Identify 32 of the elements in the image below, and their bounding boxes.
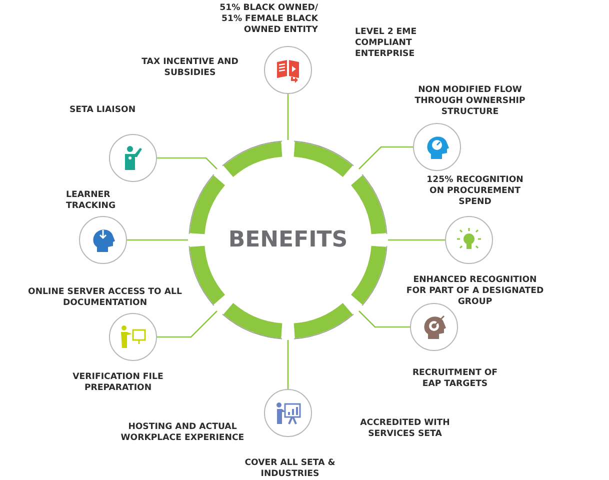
connector-line	[388, 239, 445, 241]
benefit-label: 125% RECOGNITION ON PROCUREMENT SPEND	[426, 175, 524, 208]
icon-circle	[79, 216, 127, 264]
benefit-label: NON MODIFIED FLOW THROUGH OWNERSHIP STRUCTURE	[414, 85, 526, 118]
connector-line	[157, 157, 218, 170]
icon-circle	[413, 123, 461, 171]
benefit-label: RECRUITMENT OF EAP TARGETS	[411, 368, 499, 390]
benefit-label: LEVEL 2 EME COMPLIANT ENTERPRISE	[355, 27, 418, 60]
connector-line	[358, 146, 413, 170]
benefit-label: ONLINE SERVER ACCESS TO ALL DOCUMENTATION	[27, 287, 183, 309]
benefit-label: VERIFICATION FILE PREPARATION	[72, 372, 164, 394]
benefit-label: HOSTING AND ACTUAL WORKPLACE EXPERIENCE	[120, 422, 246, 444]
connector-line	[287, 94, 289, 140]
benefits-ring	[188, 140, 388, 340]
icon-circle	[410, 303, 458, 351]
connector-line	[127, 239, 188, 241]
benefit-label: 51% BLACK OWNED/ 51% FEMALE BLACK OWNED ENTITY	[218, 3, 318, 36]
connector-line	[287, 340, 289, 389]
icon-circle	[109, 313, 157, 361]
center-title: BENEFITS	[228, 228, 348, 252]
benefit-label: SETA LIAISON	[68, 105, 137, 116]
connector-line	[358, 310, 410, 328]
icon-circle	[109, 134, 157, 182]
icon-circle	[445, 216, 493, 264]
benefit-label: LEARNER TRACKING	[66, 190, 117, 212]
benefit-label: TAX INCENTIVE AND SUBSIDIES	[140, 57, 240, 79]
benefit-label: ACCREDITED WITH SERVICES SETA	[359, 418, 451, 440]
connector-line	[157, 310, 218, 338]
icon-circle	[264, 389, 312, 437]
benefit-label: COVER ALL SETA & INDUSTRIES	[244, 458, 336, 480]
icon-circle	[264, 46, 312, 94]
benefit-label: ENHANCED RECOGNITION FOR PART OF A DESIGNATED GROUP	[405, 275, 545, 308]
